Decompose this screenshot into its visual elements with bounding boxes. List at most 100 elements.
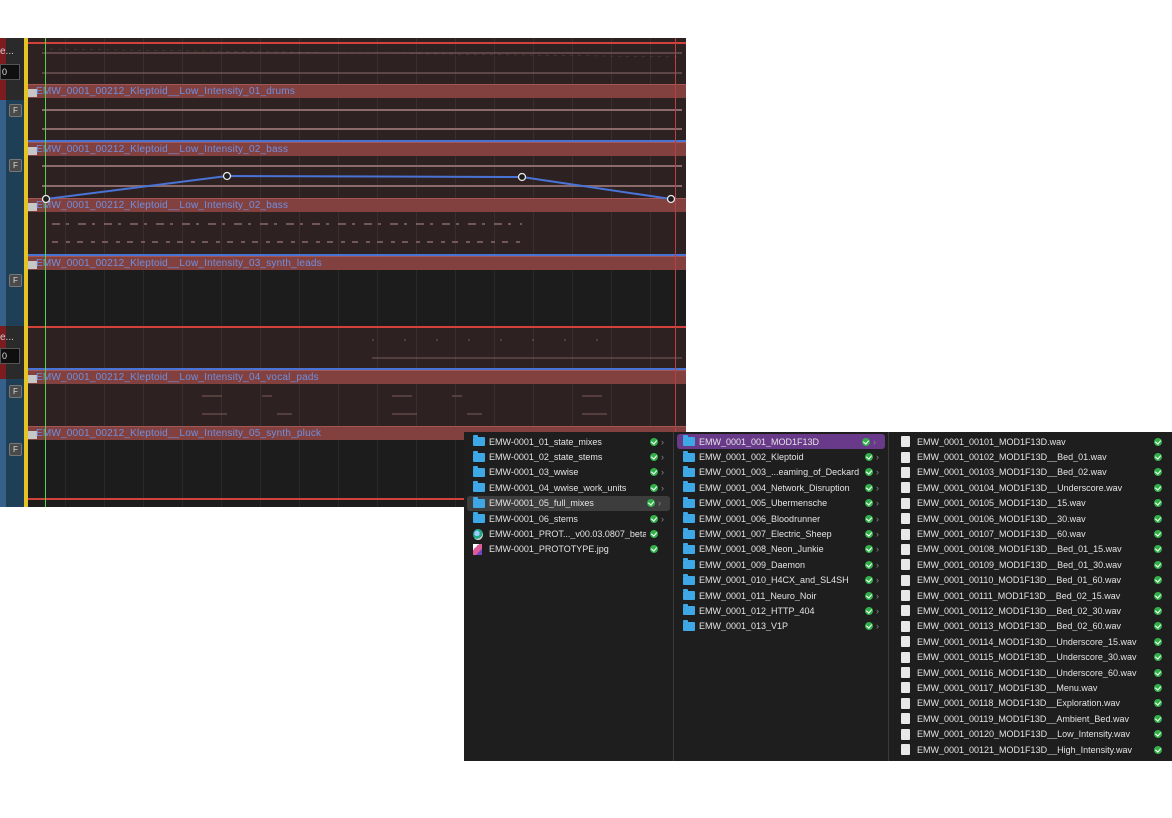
folder-item-selected[interactable]: EMW-0001_05_full_mixes› (467, 495, 670, 511)
finder-column-1[interactable]: EMW-0001_01_state_mixes› EMW-0001_02_sta… (464, 432, 674, 761)
folder-item[interactable]: EMW_0001_003_...eaming_of_Deckard› (674, 465, 888, 480)
region-name-bar[interactable]: EMW_0001_00212_Kleptoid__Low_Intensity_0… (26, 84, 686, 98)
empty-track-lane[interactable] (26, 270, 686, 326)
audio-region[interactable] (26, 384, 686, 426)
audio-file-item[interactable]: EMW_0001_00111_MOD1F13D__Bed_02_15.wav (889, 588, 1172, 603)
folder-item[interactable]: EMW-0001_03_wwise› (464, 465, 673, 480)
synced-badge-icon (865, 483, 873, 492)
freeze-button[interactable]: F (9, 274, 22, 287)
audio-file-item[interactable]: EMW_0001_00103_MOD1F13D__Bed_02.wav (889, 465, 1172, 480)
file-item[interactable]: EMW-0001_PROT..._v00.03.0807_beta (464, 526, 673, 541)
region-name-bar[interactable]: EMW_0001_00212_Kleptoid__Low_Intensity_0… (26, 256, 686, 270)
freeze-button[interactable]: F (9, 385, 22, 398)
region-name-bar[interactable]: EMW_0001_00212_Kleptoid__Low_Intensity_0… (26, 198, 686, 212)
selection-marker (24, 326, 26, 379)
finder-column-3[interactable]: EMW_0001_00101_MOD1F13D.wav EMW_0001_001… (889, 432, 1172, 761)
track-header-group-3[interactable]: e... 0 (0, 326, 26, 379)
audio-file-item[interactable]: EMW_0001_00106_MOD1F13D__30.wav (889, 511, 1172, 526)
folder-item[interactable]: EMW-0001_04_wwise_work_units› (464, 480, 673, 495)
audio-file-item[interactable]: EMW_0001_00109_MOD1F13D__Bed_01_30.wav (889, 557, 1172, 572)
folder-item[interactable]: EMW_0001_012_HTTP_404› (674, 603, 888, 618)
audio-file-item[interactable]: EMW_0001_00117_MOD1F13D__Menu.wav (889, 680, 1172, 695)
track-header-group-4[interactable]: F F (0, 379, 26, 507)
item-label: EMW_0001_00111_MOD1F13D__Bed_02_15.wav (917, 590, 1121, 601)
folder-icon (683, 465, 695, 477)
folder-item-selected[interactable]: EMW_0001_001_MOD1F13D› (677, 434, 885, 450)
audio-region[interactable] (26, 212, 686, 256)
audio-file-item[interactable]: EMW_0001_00114_MOD1F13D__Underscore_15.w… (889, 634, 1172, 649)
finder-column-2[interactable]: EMW_0001_001_MOD1F13D› EMW_0001_002_Klep… (674, 432, 889, 761)
audio-region[interactable] (26, 38, 686, 84)
arrange-area[interactable]: EMW_0001_00212_Kleptoid__Low_Intensity_0… (26, 38, 686, 507)
folder-item[interactable]: EMW_0001_005_Ubermensche› (674, 496, 888, 511)
audio-file-icon (901, 528, 910, 540)
synced-badge-icon (1154, 730, 1162, 739)
selection-marker (24, 379, 26, 507)
region-icon (28, 431, 37, 439)
region-name-bar[interactable]: EMW_0001_00212_Kleptoid__Low_Intensity_0… (26, 142, 686, 156)
audio-file-item[interactable]: EMW_0001_00115_MOD1F13D__Underscore_30.w… (889, 649, 1172, 664)
item-label: EMW_0001_00116_MOD1F13D__Underscore_60.w… (917, 667, 1137, 678)
cycle-marker[interactable] (26, 38, 28, 507)
region-name: EMW_0001_00212_Kleptoid__Low_Intensity_0… (36, 144, 289, 155)
folder-item[interactable]: EMW_0001_008_Neon_Junkie› (674, 542, 888, 557)
folder-icon (683, 573, 695, 585)
track-volume-field[interactable]: 0 (0, 64, 20, 80)
folder-icon (683, 512, 695, 524)
audio-file-item[interactable]: EMW_0001_00112_MOD1F13D__Bed_02_30.wav (889, 603, 1172, 618)
freeze-button[interactable]: F (9, 443, 22, 456)
folder-item[interactable]: EMW_0001_006_Bloodrunner› (674, 511, 888, 526)
audio-file-item[interactable]: EMW_0001_00120_MOD1F13D__Low_Intensity.w… (889, 726, 1172, 741)
folder-item[interactable]: EMW-0001_01_state_mixes› (464, 434, 673, 449)
track-volume-field[interactable]: 0 (0, 348, 20, 364)
audio-region[interactable] (26, 328, 686, 370)
audio-file-item[interactable]: EMW_0001_00119_MOD1F13D__Ambient_Bed.wav (889, 711, 1172, 726)
item-label: EMW-0001_PROTOTYPE.jpg (489, 544, 609, 555)
audio-file-item[interactable]: EMW_0001_00118_MOD1F13D__Exploration.wav (889, 696, 1172, 711)
folder-item[interactable]: EMW-0001_02_state_stems› (464, 449, 673, 464)
item-label: EMW_0001_00120_MOD1F13D__Low_Intensity.w… (917, 729, 1130, 740)
audio-file-item[interactable]: EMW_0001_00102_MOD1F13D__Bed_01.wav (889, 449, 1172, 464)
item-label: EMW_0001_00118_MOD1F13D__Exploration.wav (917, 698, 1120, 709)
folder-item[interactable]: EMW_0001_004_Network_Disruption› (674, 480, 888, 495)
audio-region[interactable] (26, 98, 686, 142)
audio-file-item[interactable]: EMW_0001_00110_MOD1F13D__Bed_01_60.wav (889, 573, 1172, 588)
folder-item[interactable]: EMW-0001_06_stems› (464, 511, 673, 526)
track-header-group-2[interactable]: F F F (0, 100, 26, 326)
folder-item[interactable]: EMW_0001_010_H4CX_and_SL4SH› (674, 573, 888, 588)
item-label: EMW_0001_00121_MOD1F13D__High_Intensity.… (917, 744, 1132, 755)
audio-file-item[interactable]: EMW_0001_00108_MOD1F13D__Bed_01_15.wav (889, 542, 1172, 557)
item-label: EMW-0001_06_stems (489, 513, 578, 524)
audio-region[interactable] (26, 156, 686, 198)
region-name-bar[interactable]: EMW_0001_00212_Kleptoid__Low_Intensity_0… (26, 370, 686, 384)
file-item[interactable]: EMW-0001_PROTOTYPE.jpg (464, 542, 673, 557)
audio-file-item[interactable]: EMW_0001_00104_MOD1F13D__Underscore.wav (889, 480, 1172, 495)
synced-badge-icon (650, 530, 658, 539)
synced-badge-icon (865, 530, 873, 539)
chevron-right-icon: › (876, 621, 879, 632)
audio-file-item[interactable]: EMW_0001_00105_MOD1F13D__15.wav (889, 496, 1172, 511)
folder-item[interactable]: EMW_0001_009_Daemon› (674, 557, 888, 572)
folder-item[interactable]: EMW_0001_002_Kleptoid› (674, 449, 888, 464)
item-label: EMW_0001_013_V1P (699, 621, 789, 632)
audio-file-item[interactable]: EMW_0001_00116_MOD1F13D__Underscore_60.w… (889, 665, 1172, 680)
audio-file-item[interactable]: EMW_0001_00101_MOD1F13D.wav (889, 434, 1172, 449)
folder-item[interactable]: EMW_0001_013_V1P › (674, 619, 888, 634)
audio-file-item[interactable]: EMW_0001_00113_MOD1F13D__Bed_02_60.wav (889, 619, 1172, 634)
chevron-right-icon: › (876, 590, 879, 601)
grid-lines (26, 384, 686, 426)
playhead[interactable] (45, 38, 46, 507)
folder-icon (683, 527, 695, 539)
audio-file-item[interactable]: EMW_0001_00107_MOD1F13D__60.wav (889, 526, 1172, 541)
folder-item[interactable]: EMW_0001_011_Neuro_Noir› (674, 588, 888, 603)
audio-file-item[interactable]: EMW_0001_00121_MOD1F13D__High_Intensity.… (889, 742, 1172, 757)
freeze-button[interactable]: F (9, 159, 22, 172)
automation-line (26, 368, 686, 370)
item-label: EMW_0001_001_MOD1F13D (699, 436, 820, 447)
folder-icon (683, 604, 695, 616)
synced-badge-icon (1154, 714, 1162, 723)
track-header-group-1[interactable]: e... 0 (0, 38, 26, 100)
folder-item[interactable]: EMW_0001_007_Electric_Sheep› (674, 526, 888, 541)
freeze-button[interactable]: F (9, 104, 22, 117)
chevron-right-icon: › (661, 467, 664, 478)
